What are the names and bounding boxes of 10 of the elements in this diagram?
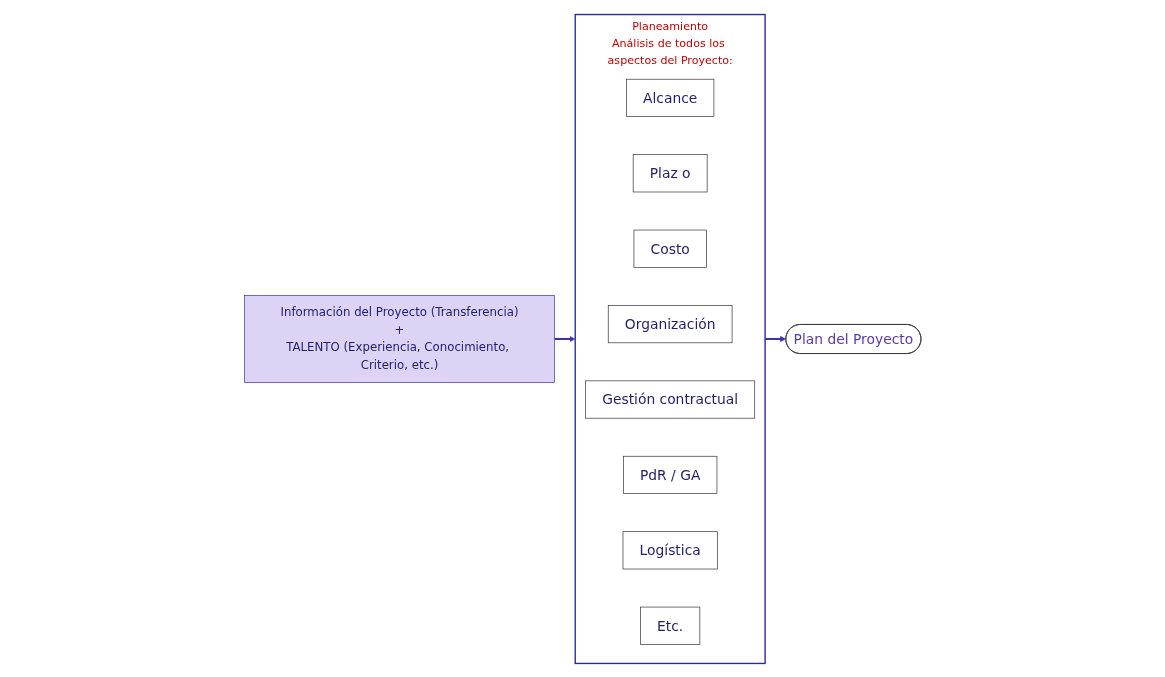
node-box: Información del Proyecto (Transferencia) + TALENTO (Experiencia, Conocimiento, Criterio, etc.) [243,294,555,383]
node-box: Etc. [639,606,700,645]
node-box: Costo [633,229,707,268]
node-box: Organización [607,304,733,343]
node-box: PdR / GA [622,455,718,494]
arrow [764,335,786,342]
node-box: Plaz o [632,153,708,192]
node-box: Alcance [625,78,714,117]
node-box: Logística [622,530,718,569]
node-box: Gestión contractual [585,380,755,419]
